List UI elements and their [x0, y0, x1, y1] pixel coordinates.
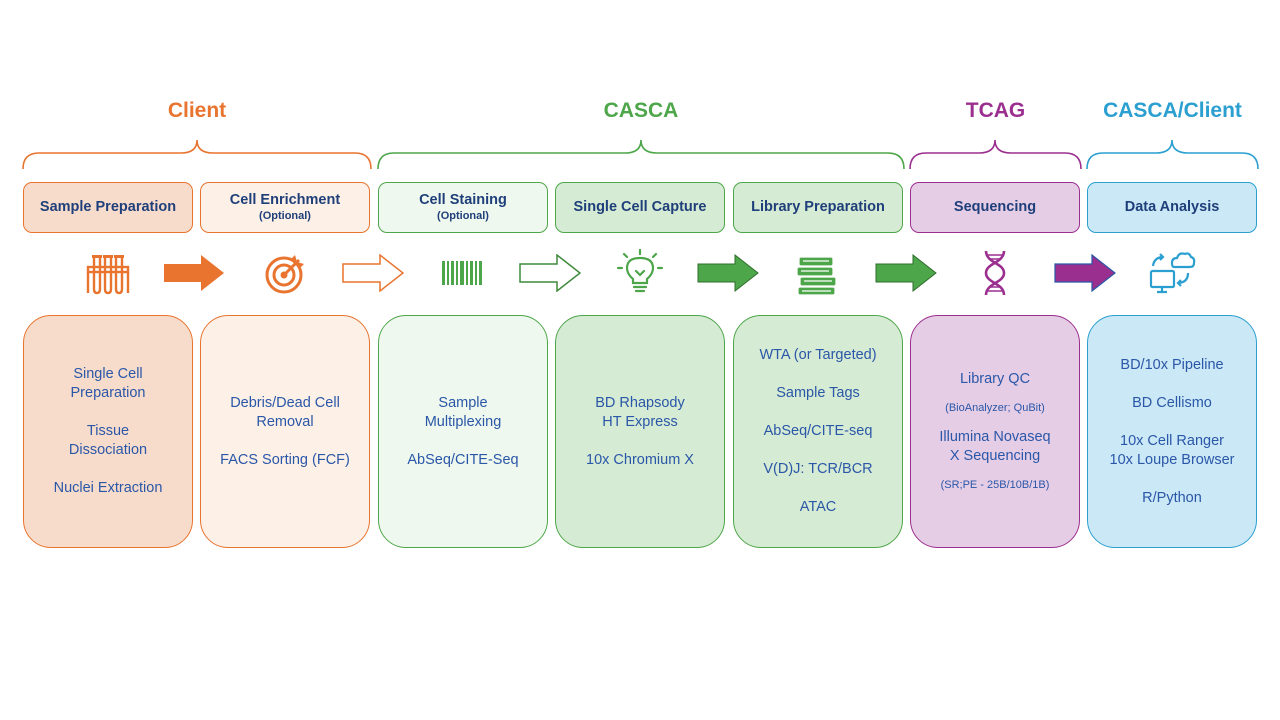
dna-icon — [984, 250, 1006, 296]
arrow-6 — [1054, 254, 1116, 292]
detail-item: (BioAnalyzer; QuBit) — [945, 402, 1045, 414]
detail-item: Nuclei Extraction — [53, 480, 163, 496]
group-title-casca: CASCA — [603, 99, 679, 122]
step-subtitle: (Optional) — [259, 210, 311, 222]
detail-item: Sample Tags — [776, 385, 860, 401]
detail-item: R/Python — [1142, 489, 1202, 506]
lightbulb-icon — [616, 249, 664, 293]
arrow-5 — [875, 254, 937, 292]
arrow-1 — [164, 255, 224, 291]
step-details-single-cell-capture: BD Rhapsody HT Express 10x Chromium X — [555, 315, 725, 548]
step-header-sample-preparation: Sample Preparation — [23, 182, 193, 233]
group-title-casca-client: CASCA/Client — [1103, 99, 1242, 122]
detail-item: ATAC — [799, 499, 837, 515]
cloud-computer-icon — [1149, 252, 1196, 294]
step-header-cell-staining: Cell Staining (Optional) — [378, 182, 548, 233]
detail-item: 10x Chromium X — [586, 451, 694, 468]
detail-item: Debris/Dead Cell Removal — [230, 394, 340, 430]
detail-item: 10x Cell Ranger 10x Loupe Browser — [1109, 432, 1235, 468]
step-header-library-preparation: Library Preparation — [733, 182, 903, 233]
bracket-casca-client — [1086, 139, 1259, 170]
bracket-tcag — [909, 139, 1082, 170]
detail-item: BD/10x Pipeline — [1120, 356, 1224, 373]
step-title: Data Analysis — [1124, 199, 1220, 215]
test-tubes-icon — [86, 255, 130, 295]
detail-item: Sample Multiplexing — [424, 394, 502, 430]
arrow-4 — [697, 254, 759, 292]
detail-item: FACS Sorting (FCF) — [220, 451, 350, 468]
arrow-2 — [342, 254, 404, 292]
step-title: Sequencing — [953, 199, 1037, 215]
detail-item: AbSeq/CITE-Seq — [407, 451, 519, 468]
detail-item: BD Rhapsody HT Express — [595, 394, 685, 430]
barcode-icon — [442, 261, 482, 285]
step-title: Single Cell Capture — [573, 199, 707, 215]
step-header-data-analysis: Data Analysis — [1087, 182, 1257, 233]
group-title-client: Client — [167, 99, 227, 122]
group-title-tcag: TCAG — [965, 99, 1026, 122]
step-title: Cell Enrichment — [229, 192, 341, 208]
detail-item: AbSeq/CITE-seq — [763, 423, 873, 439]
detail-item: BD Cellismo — [1132, 394, 1212, 411]
step-title: Sample Preparation — [39, 199, 177, 215]
detail-item: Single Cell Preparation — [70, 366, 146, 401]
detail-item: (SR;PE - 25B/10B/1B) — [940, 479, 1050, 491]
step-subtitle: (Optional) — [437, 210, 489, 222]
step-details-sequencing: Library QC (BioAnalyzer; QuBit) Illumina N… — [910, 315, 1080, 548]
bracket-client — [22, 139, 372, 170]
step-title: Library Preparation — [751, 199, 885, 215]
step-header-sequencing: Sequencing — [910, 182, 1080, 233]
step-details-data-analysis: BD/10x Pipeline BD Cellismo 10x Cell Range… — [1087, 315, 1257, 548]
target-icon — [265, 255, 304, 294]
step-title: Cell Staining — [419, 192, 507, 208]
arrow-3 — [519, 254, 581, 292]
step-header-single-cell-capture: Single Cell Capture — [555, 182, 725, 233]
detail-item: V(D)J: TCR/BCR — [763, 461, 873, 477]
detail-item: Library QC — [959, 371, 1031, 387]
detail-item: Illumina Novaseq X Sequencing — [939, 429, 1051, 464]
books-icon — [796, 256, 837, 296]
detail-item: Tissue Dissociation — [68, 423, 148, 458]
bracket-casca — [377, 139, 905, 170]
detail-item: WTA (or Targeted) — [759, 347, 877, 363]
step-header-cell-enrichment: Cell Enrichment (Optional) — [200, 182, 370, 233]
